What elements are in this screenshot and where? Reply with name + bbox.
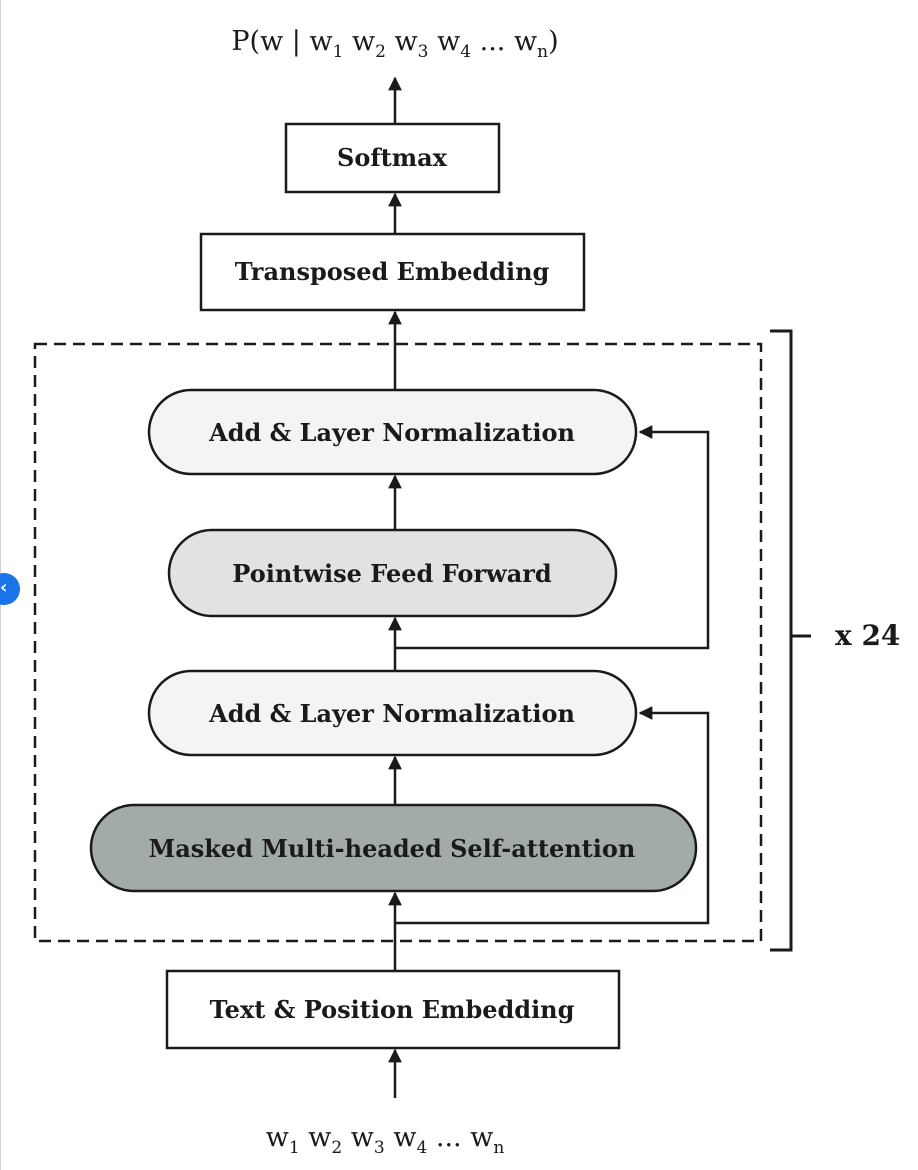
residual-connection-top [395, 425, 710, 650]
input-embedding-block: Text & Position Embedding [165, 969, 621, 1050]
feed-forward-label: Pointwise Feed Forward [232, 559, 552, 588]
residual-connection-bottom [395, 706, 710, 925]
sidebar-toggle-button[interactable]: ‹ [0, 573, 20, 605]
softmax-block: Softmax [284, 122, 501, 194]
add-norm-top-block: Add & Layer Normalization [147, 388, 638, 476]
add-norm-bottom-label: Add & Layer Normalization [208, 699, 575, 728]
input-tokens-label: w1 w2 w3 w4 ... wn [266, 1122, 505, 1158]
add-norm-top-label: Add & Layer Normalization [208, 418, 575, 447]
feed-forward-block: Pointwise Feed Forward [167, 528, 618, 618]
repeat-bracket [770, 329, 793, 952]
decoder-layer-boundary [33, 342, 763, 943]
self-attention-block: Masked Multi-headed Self-attention [89, 803, 698, 893]
chevron-left-icon: ‹ [0, 577, 8, 598]
input-embedding-label: Text & Position Embedding [210, 995, 575, 1024]
softmax-label: Softmax [337, 143, 448, 172]
add-norm-bottom-block: Add & Layer Normalization [147, 669, 638, 757]
transposed-embedding-block: Transposed Embedding [199, 232, 586, 312]
transposed-embedding-label: Transposed Embedding [235, 257, 550, 286]
self-attention-label: Masked Multi-headed Self-attention [149, 834, 636, 863]
output-probability-label: P(w | w1 w2 w3 w4 ... wn) [231, 26, 558, 62]
repeat-count-label: x 24 [835, 619, 900, 652]
